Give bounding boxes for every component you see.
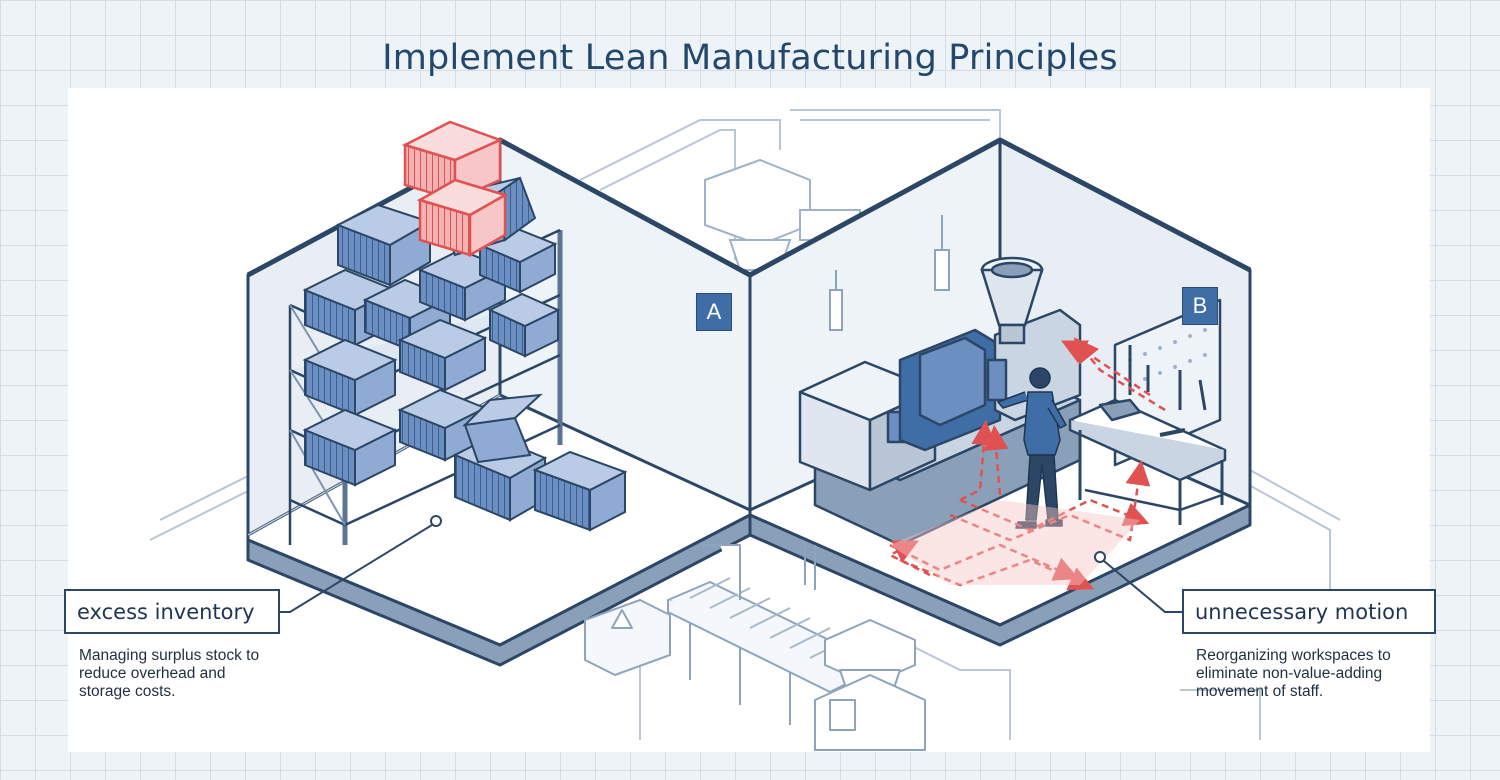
description-line: movement of staff. bbox=[1196, 683, 1324, 700]
excess-inventory-label: excess inventory bbox=[64, 589, 280, 634]
excess-crates-highlight bbox=[401, 120, 509, 258]
description-line: reduce overhead and bbox=[79, 665, 226, 682]
motion-arrows bbox=[887, 337, 1166, 591]
wall-fixtures bbox=[829, 215, 950, 331]
description-line: eliminate non-value-adding bbox=[1196, 665, 1383, 682]
unnecessary-motion-label: unnecessary motion bbox=[1182, 589, 1436, 634]
workbench bbox=[1068, 298, 1227, 525]
worker-figure bbox=[997, 367, 1067, 529]
page-title: Implement Lean Manufacturing Principles bbox=[382, 38, 1118, 78]
zone-a-tag: A bbox=[696, 293, 732, 331]
zone-b-tag: B bbox=[1182, 287, 1218, 325]
hopper-front bbox=[700, 544, 926, 751]
callout-leaders bbox=[280, 515, 1182, 613]
hopper bbox=[980, 256, 1044, 345]
conveyor-front bbox=[584, 577, 871, 725]
injection-molding-machine bbox=[798, 308, 1082, 547]
description-line: Reorganizing workspaces to bbox=[1196, 647, 1391, 664]
unnecessary-motion-description: Reorganizing workspaces to eliminate non… bbox=[1196, 647, 1446, 701]
excess-inventory-description: Managing surplus stock to reduce overhea… bbox=[79, 647, 329, 701]
motion-path-fill bbox=[890, 500, 1140, 585]
description-line: Managing surplus stock to bbox=[79, 647, 260, 664]
description-line: storage costs. bbox=[79, 683, 176, 700]
